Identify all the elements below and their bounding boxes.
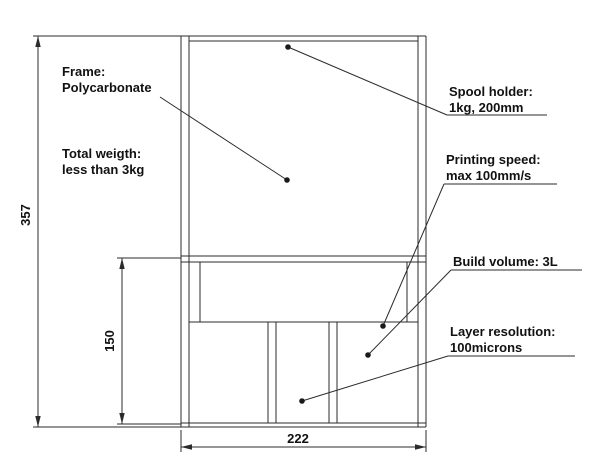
dim-357-arrow-up <box>35 36 41 47</box>
callout-spool-leader-line <box>287 46 448 116</box>
callout-printing-speed: Printing speed: max 100mm/s <box>380 152 557 329</box>
callout-volume-leader-dot <box>365 352 371 358</box>
frame-outline <box>180 35 427 428</box>
dim-357-arrow-down <box>35 416 41 427</box>
callout-resolution-line1: Layer resolution: <box>450 324 555 339</box>
callout-speed-line1: Printing speed: <box>446 152 541 167</box>
dim-222-arrow-left <box>181 444 192 450</box>
callout-speed-leader-line <box>382 183 445 327</box>
bottom-columns <box>267 322 338 423</box>
callout-resolution-line2: 100microns <box>450 340 522 355</box>
callout-resolution-leader-line <box>301 355 449 402</box>
callout-frame-line1: Frame: <box>62 64 105 79</box>
callout-weight-line2: less than 3kg <box>62 162 144 177</box>
callout-layer-resolution: Layer resolution: 100microns <box>299 324 575 404</box>
callout-weight-line1: Total weigth: <box>62 146 141 161</box>
mid-divider <box>181 255 426 263</box>
callout-spool-holder: Spool holder: 1kg, 200mm <box>285 44 547 116</box>
dim-222-value: 222 <box>287 431 309 446</box>
callout-build-volume: Build volume: 3L <box>365 254 582 358</box>
dimension-width: 222 <box>180 430 427 452</box>
callout-total-weight: Total weigth: less than 3kg <box>62 146 144 177</box>
build-area <box>189 262 418 323</box>
dimension-total-height: 357 <box>18 35 181 428</box>
callout-frame-material: Frame: Polycarbonate <box>62 64 290 183</box>
callout-volume-line1: Build volume: 3L <box>453 254 558 269</box>
callout-frame-line2: Polycarbonate <box>62 80 152 95</box>
callout-frame-leader-line <box>159 96 288 181</box>
callout-spool-line1: Spool holder: <box>449 84 533 99</box>
callout-speed-leader-dot <box>380 323 386 329</box>
callout-spool-line2: 1kg, 200mm <box>449 100 523 115</box>
dim-150-value: 150 <box>102 330 117 352</box>
dim-150-arrow-up <box>119 258 125 269</box>
dim-357-value: 357 <box>18 204 33 226</box>
callout-resolution-leader-dot <box>299 398 305 404</box>
callout-frame-leader-dot <box>284 177 290 183</box>
callout-volume-leader-line <box>367 269 452 356</box>
dimension-lower-height: 150 <box>102 257 181 425</box>
callout-spool-leader-dot <box>285 44 291 50</box>
dim-222-arrow-right <box>415 444 426 450</box>
dim-150-arrow-down <box>119 413 125 424</box>
callout-speed-line2: max 100mm/s <box>446 168 531 183</box>
